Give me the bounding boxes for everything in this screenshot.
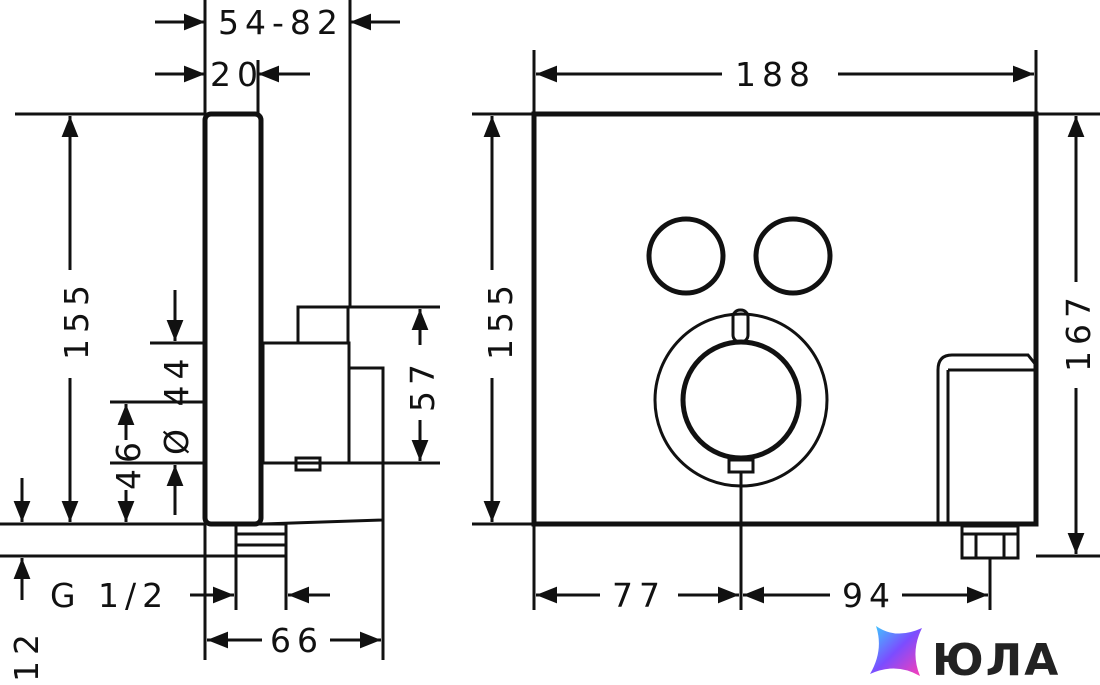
front-button-left: [646, 216, 726, 296]
dim-depth-range: 54-82: [218, 3, 344, 42]
dim-height-46: 46: [109, 436, 148, 490]
dim-depth-12: 12: [7, 628, 46, 682]
front-outlet-block: [936, 353, 1038, 524]
dim-thread: G 1/2: [50, 576, 169, 615]
yula-logo-icon: [870, 626, 922, 676]
front-knob: [680, 339, 802, 461]
yula-logo-text: ЮЛА: [932, 635, 1060, 685]
side-plate: [202, 111, 264, 527]
dim-height-57: 57: [403, 358, 442, 412]
front-knob-bottom-mark: [727, 458, 755, 474]
dim-width-94: 94: [842, 576, 896, 615]
yula-logo: ЮЛА: [870, 626, 1060, 685]
dim-side-height: 155: [57, 279, 96, 360]
side-rear-housing: [262, 366, 385, 526]
front-button-right: [753, 216, 833, 296]
front-plate: [531, 111, 1039, 527]
front-knob-marker: [731, 308, 750, 344]
front-hex-connector: [960, 532, 1020, 560]
dim-front-height: 155: [481, 279, 520, 360]
dim-width-66: 66: [270, 621, 324, 660]
side-small-tab: [294, 456, 322, 472]
dim-width-188: 188: [735, 55, 816, 94]
dim-plate-thickness: 20: [210, 55, 264, 94]
side-view: 54-82 20 155 Ø 44 46 57 12 G 1/2 66: [0, 0, 442, 682]
side-body: [261, 341, 351, 465]
front-view: 188 155 167 77 94: [472, 50, 1100, 615]
dim-width-77: 77: [612, 576, 666, 615]
dim-right-height: 167: [1059, 291, 1098, 372]
dim-diameter: Ø 44: [157, 353, 196, 455]
side-top-block: [296, 305, 350, 345]
